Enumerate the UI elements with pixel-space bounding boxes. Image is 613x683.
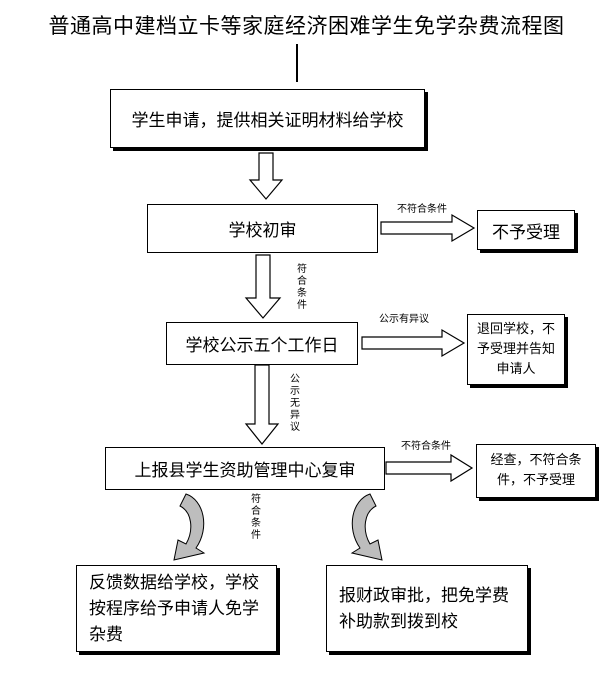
step-publicity-box: 学校公示五个工作日 <box>166 322 358 365</box>
outcome-feedback-text: 反馈数据给学校，学校按程序给予申请人免学杂费 <box>89 572 259 645</box>
curved-arrow-left <box>173 493 206 561</box>
down-arrow-2 <box>244 254 282 319</box>
return-school-box: 退回学校，不予受理并告知申请人 <box>467 314 565 385</box>
step-apply-box: 学生申请，提供相关证明材料给学校 <box>110 89 425 148</box>
step-publicity-text: 学校公示五个工作日 <box>185 336 339 356</box>
reject-initial-box: 不予受理 <box>477 210 575 250</box>
label-objection: 公示有异议 <box>379 314 429 325</box>
right-arrow-2 <box>361 328 466 358</box>
return-school-text: 退回学校，不予受理并告知申请人 <box>476 321 555 377</box>
down-arrow-1 <box>248 152 284 200</box>
step-county-review-box: 上报县学生资助管理中心复审 <box>105 447 385 490</box>
outcome-feedback-box: 反馈数据给学校，学校按程序给予申请人免学杂费 <box>76 565 277 652</box>
label-not-qualified-1: 不符合条件 <box>397 204 447 215</box>
step-initial-review-box: 学校初审 <box>147 204 378 253</box>
step-initial-review-text: 学校初审 <box>228 221 297 241</box>
right-arrow-1 <box>380 213 476 243</box>
label-qualified-2: 符合条件 <box>251 494 261 541</box>
outcome-finance-box: 报财政审批，把免学费补助款到拨到校 <box>326 565 528 652</box>
label-no-objection: 公示无异议 <box>290 374 300 433</box>
reject-county-box: 经查，不符合条件，不予受理 <box>476 444 596 498</box>
step-apply-text: 学生申请，提供相关证明材料给学校 <box>131 111 404 131</box>
label-not-qualified-2: 不符合条件 <box>401 441 451 452</box>
step-county-review-text: 上报县学生资助管理中心复审 <box>134 461 356 481</box>
down-arrow-3 <box>244 364 280 445</box>
curved-arrow-right <box>350 493 383 561</box>
page-title: 普通高中建档立卡等家庭经济困难学生免学杂费流程图 <box>48 14 565 38</box>
reject-county-text: 经查，不符合条件，不予受理 <box>490 453 582 488</box>
right-arrow-3 <box>385 453 474 483</box>
reject-initial-text: 不予受理 <box>492 222 560 243</box>
label-qualified-1: 符合条件 <box>297 264 307 311</box>
outcome-finance-text: 报财政审批，把免学费补助款到拨到校 <box>339 585 509 632</box>
